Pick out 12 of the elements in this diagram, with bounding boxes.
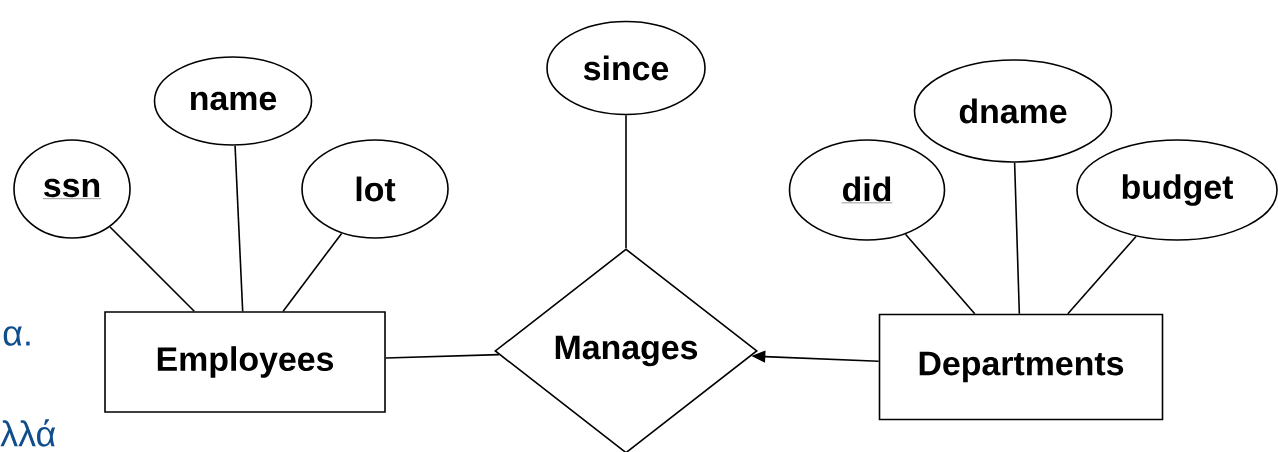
- entity-box: Departments: [878, 313, 1164, 421]
- connector-line: [625, 114, 627, 249]
- connector-line: [109, 226, 196, 312]
- connector-line: [234, 145, 244, 312]
- connector-line: [904, 233, 976, 315]
- connector-line: [1013, 162, 1021, 315]
- entity-box: Employees: [104, 311, 386, 413]
- text-fragment: α.: [3, 326, 30, 346]
- text-fragment: λλά: [0, 419, 56, 447]
- connector-line: [1067, 235, 1137, 315]
- connector-line: [282, 232, 343, 312]
- connector-line: [385, 353, 500, 359]
